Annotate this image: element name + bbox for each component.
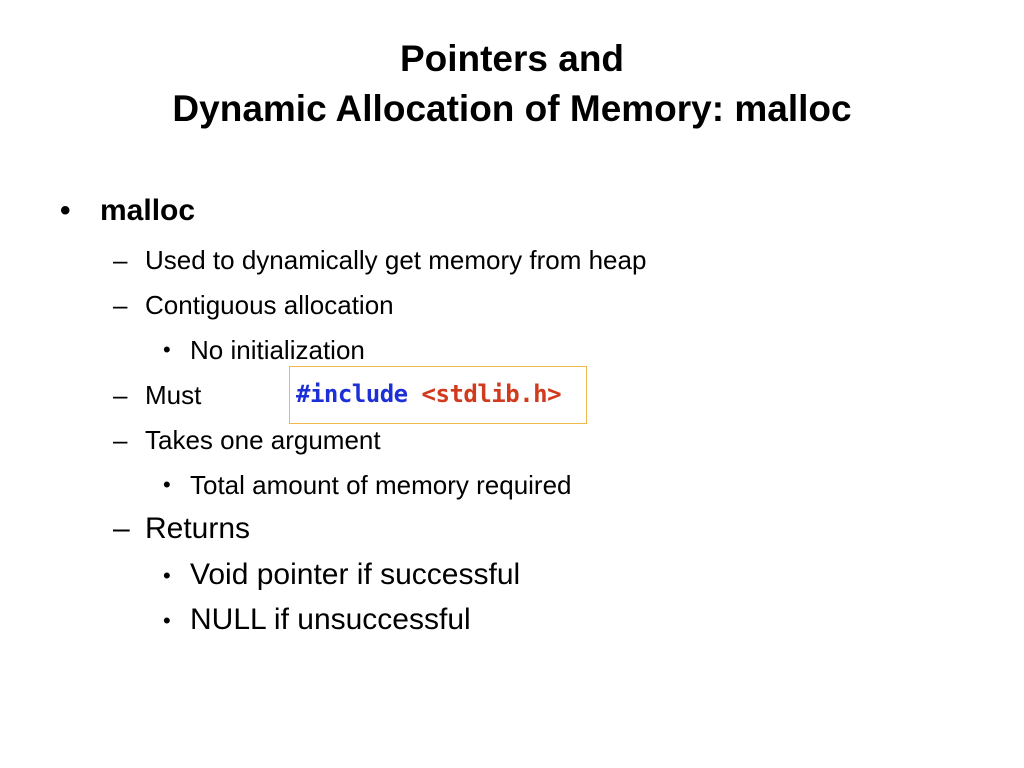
title-line-1: Pointers and	[399, 38, 625, 79]
dash-marker: –	[113, 245, 128, 275]
dash-marker: –	[113, 380, 128, 410]
dash-marker: –	[113, 425, 128, 455]
dash-marker: –	[113, 512, 130, 545]
dash-marker: –	[113, 290, 128, 320]
dot-marker: •	[163, 472, 171, 497]
item-void-ptr-text: Void pointer if successful	[190, 558, 521, 591]
slide-title: Pointers and Dynamic Allocation of Memor…	[0, 34, 1024, 134]
item-returns-text: Returns	[145, 512, 251, 545]
dot-marker: •	[163, 608, 171, 633]
item-total-text: Total amount of memory required	[190, 470, 572, 500]
item-null-text: NULL if unsuccessful	[190, 603, 471, 636]
include-code-snippet: #include <stdlib.h>	[289, 366, 587, 424]
item-used-text: Used to dynamically get memory from heap	[145, 245, 647, 275]
dot-marker: •	[163, 563, 171, 588]
code-keyword: #include	[296, 380, 408, 408]
bullet-malloc-text: malloc	[100, 194, 196, 227]
code-line: #include <stdlib.h>	[296, 380, 562, 408]
item-must-text: Must	[145, 380, 202, 410]
bullet-dot: •	[60, 194, 71, 227]
item-no-init-text: No initialization	[190, 335, 365, 365]
dot-marker: •	[163, 337, 171, 362]
title-line-2: Dynamic Allocation of Memory: malloc	[172, 88, 852, 129]
item-contiguous-text: Contiguous allocation	[145, 290, 394, 320]
code-header: <stdlib.h>	[421, 380, 562, 408]
item-takes-text: Takes one argument	[145, 425, 381, 455]
